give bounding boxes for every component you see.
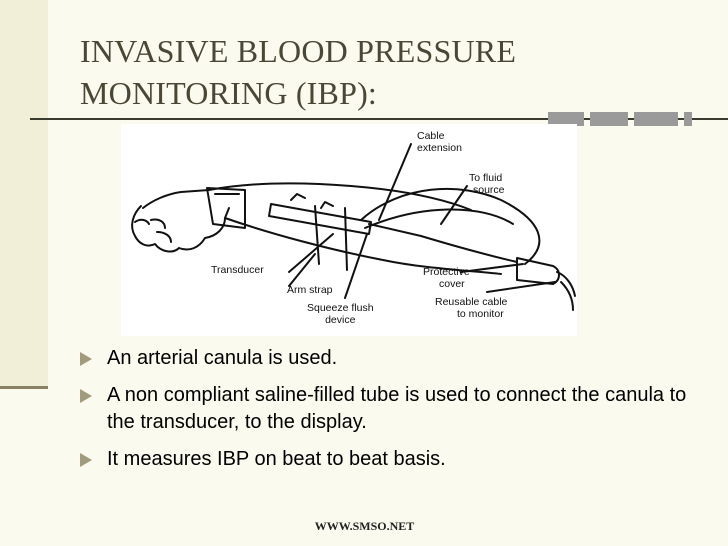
slide-title: INVASIVE BLOOD PRESSURE MONITORING (IBP)…	[80, 30, 640, 114]
footer-url: WWW.SMSO.NET	[314, 519, 415, 533]
label-reusable-cable: Reusable cable to monitor	[435, 296, 508, 320]
label-arm-strap: Arm strap	[287, 284, 333, 296]
triangle-bullet-icon	[80, 389, 92, 403]
left-accent-divider	[0, 386, 48, 389]
title-divider	[30, 118, 728, 120]
divider-block-4	[684, 112, 692, 126]
divider-block-3	[634, 112, 678, 126]
label-protective-cover: Protective cover	[423, 266, 470, 290]
arm-illustration	[131, 143, 576, 311]
bullet-text: It measures IBP on beat to beat basis.	[107, 448, 446, 470]
label-squeeze-flush-device: Squeeze flush device	[307, 302, 374, 326]
bullet-item: It measures IBP on beat to beat basis.	[80, 446, 700, 473]
bullet-item: A non compliant saline-filled tube is us…	[80, 382, 700, 436]
label-to-fluid-source: To fluid source	[469, 172, 505, 196]
label-transducer: Transducer	[211, 264, 264, 276]
bullet-list: An arterial canula is used. A non compli…	[80, 345, 700, 483]
left-accent-bar	[0, 0, 48, 388]
divider-block-1	[548, 112, 584, 126]
ibp-setup-diagram: Cable extension To fluid source Transduc…	[121, 124, 577, 336]
slide-title-line-1: INVASIVE BLOOD PRESSURE	[80, 33, 517, 69]
divider-block-2	[590, 112, 628, 126]
bullet-item: An arterial canula is used.	[80, 345, 700, 372]
triangle-bullet-icon	[80, 352, 92, 366]
bullet-text: An arterial canula is used.	[107, 347, 338, 369]
bullet-text: A non compliant saline-filled tube is us…	[107, 384, 687, 433]
triangle-bullet-icon	[80, 453, 92, 467]
label-cable-extension: Cable extension	[417, 130, 462, 154]
slide-title-line-2: MONITORING (IBP):	[80, 75, 378, 111]
